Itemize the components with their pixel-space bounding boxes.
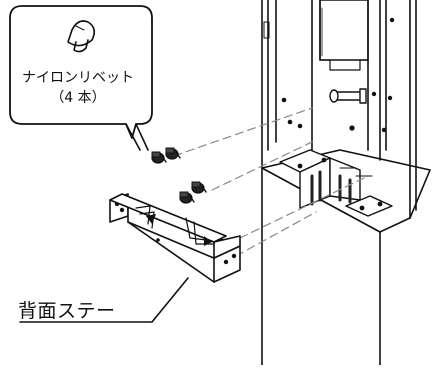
part-label: 背面ステー [18,300,116,322]
post-upper [261,0,417,219]
rivet-group-bottom [179,181,207,204]
rivet [191,181,207,194]
rear-stay-bracket [109,193,241,283]
callout-bubble [9,5,153,151]
rivet [151,151,167,164]
nylon-rivet-icon [67,20,96,53]
rivet-group-top [151,147,181,164]
alignment-guides [173,107,365,257]
post-base [261,149,431,366]
rivet [165,147,181,160]
part-label-leader [19,277,189,323]
callout-quantity: （4 本） [50,90,106,106]
rivet [179,191,195,204]
callout-part-name: ナイロンリベット [22,70,134,86]
